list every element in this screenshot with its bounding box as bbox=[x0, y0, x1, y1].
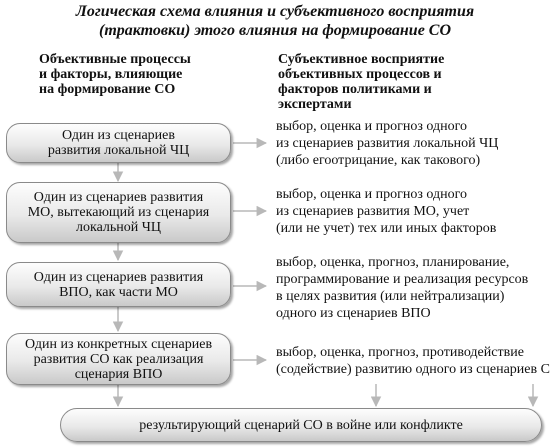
diagram-title: Логическая схема влияния и субъективного… bbox=[0, 2, 550, 40]
step-box-4: Один из конкретных сценариев развития СО… bbox=[6, 333, 231, 385]
step-description-1: выбор, оценка и прогноз одного из сценар… bbox=[276, 119, 499, 168]
step-description-2: выбор, оценка и прогноз одного из сценар… bbox=[276, 187, 497, 236]
step-description-4: выбор, оценка, прогноз, противодействие … bbox=[276, 345, 550, 377]
title-line-1: Логическая схема влияния и субъективного… bbox=[75, 3, 475, 20]
title-line-2: (трактовки) этого влияния на формировани… bbox=[98, 22, 452, 39]
step-box-2: Один из сценариев развития МО, вытекающи… bbox=[6, 182, 231, 243]
step-box-1: Один из сценариев развития локальной ЧЦ bbox=[6, 123, 231, 163]
step-box-3: Один из сценариев развития ВПО, как част… bbox=[6, 262, 231, 307]
right-column-heading: Субъективное восприятие объективных проц… bbox=[278, 52, 445, 112]
result-box: результирующий сценарий СО в войне или к… bbox=[60, 408, 542, 442]
left-column-heading: Объективные процессы и факторы, влияющие… bbox=[39, 52, 191, 97]
step-description-3: выбор, оценка, прогноз, планирование, пр… bbox=[276, 255, 529, 321]
